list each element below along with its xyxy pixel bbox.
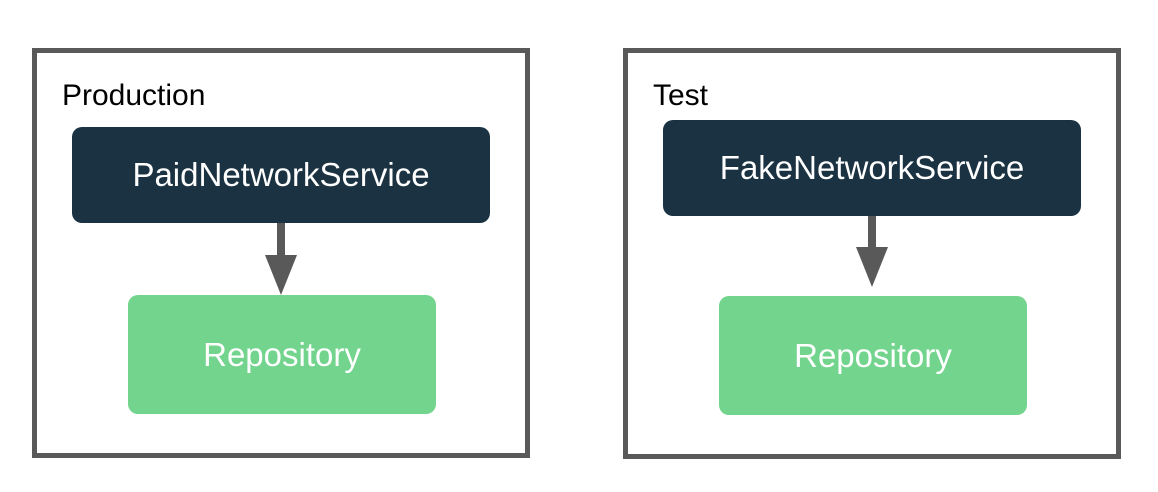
node-repository-test-label: Repository: [794, 336, 952, 374]
arrow-down-icon: [852, 216, 892, 287]
node-repository-production: Repository: [128, 295, 436, 414]
panel-production: Production PaidNetworkService Repository: [32, 48, 530, 458]
arrow-down-icon: [261, 223, 301, 295]
panel-test: Test FakeNetworkService Repository: [623, 48, 1121, 459]
arrow-head: [265, 255, 297, 295]
node-fake-network-service: FakeNetworkService: [663, 120, 1081, 216]
arrow-shaft: [277, 223, 285, 257]
node-fake-network-service-label: FakeNetworkService: [719, 149, 1025, 186]
panel-production-label: Production: [62, 79, 206, 112]
arrow-head: [856, 247, 888, 287]
node-paid-network-service: PaidNetworkService: [72, 127, 490, 223]
arrow-shaft: [868, 216, 876, 249]
node-repository-test: Repository: [719, 296, 1027, 415]
panel-test-label: Test: [653, 79, 709, 112]
node-paid-network-service-label: PaidNetworkService: [132, 156, 430, 193]
node-repository-production-label: Repository: [203, 335, 361, 373]
